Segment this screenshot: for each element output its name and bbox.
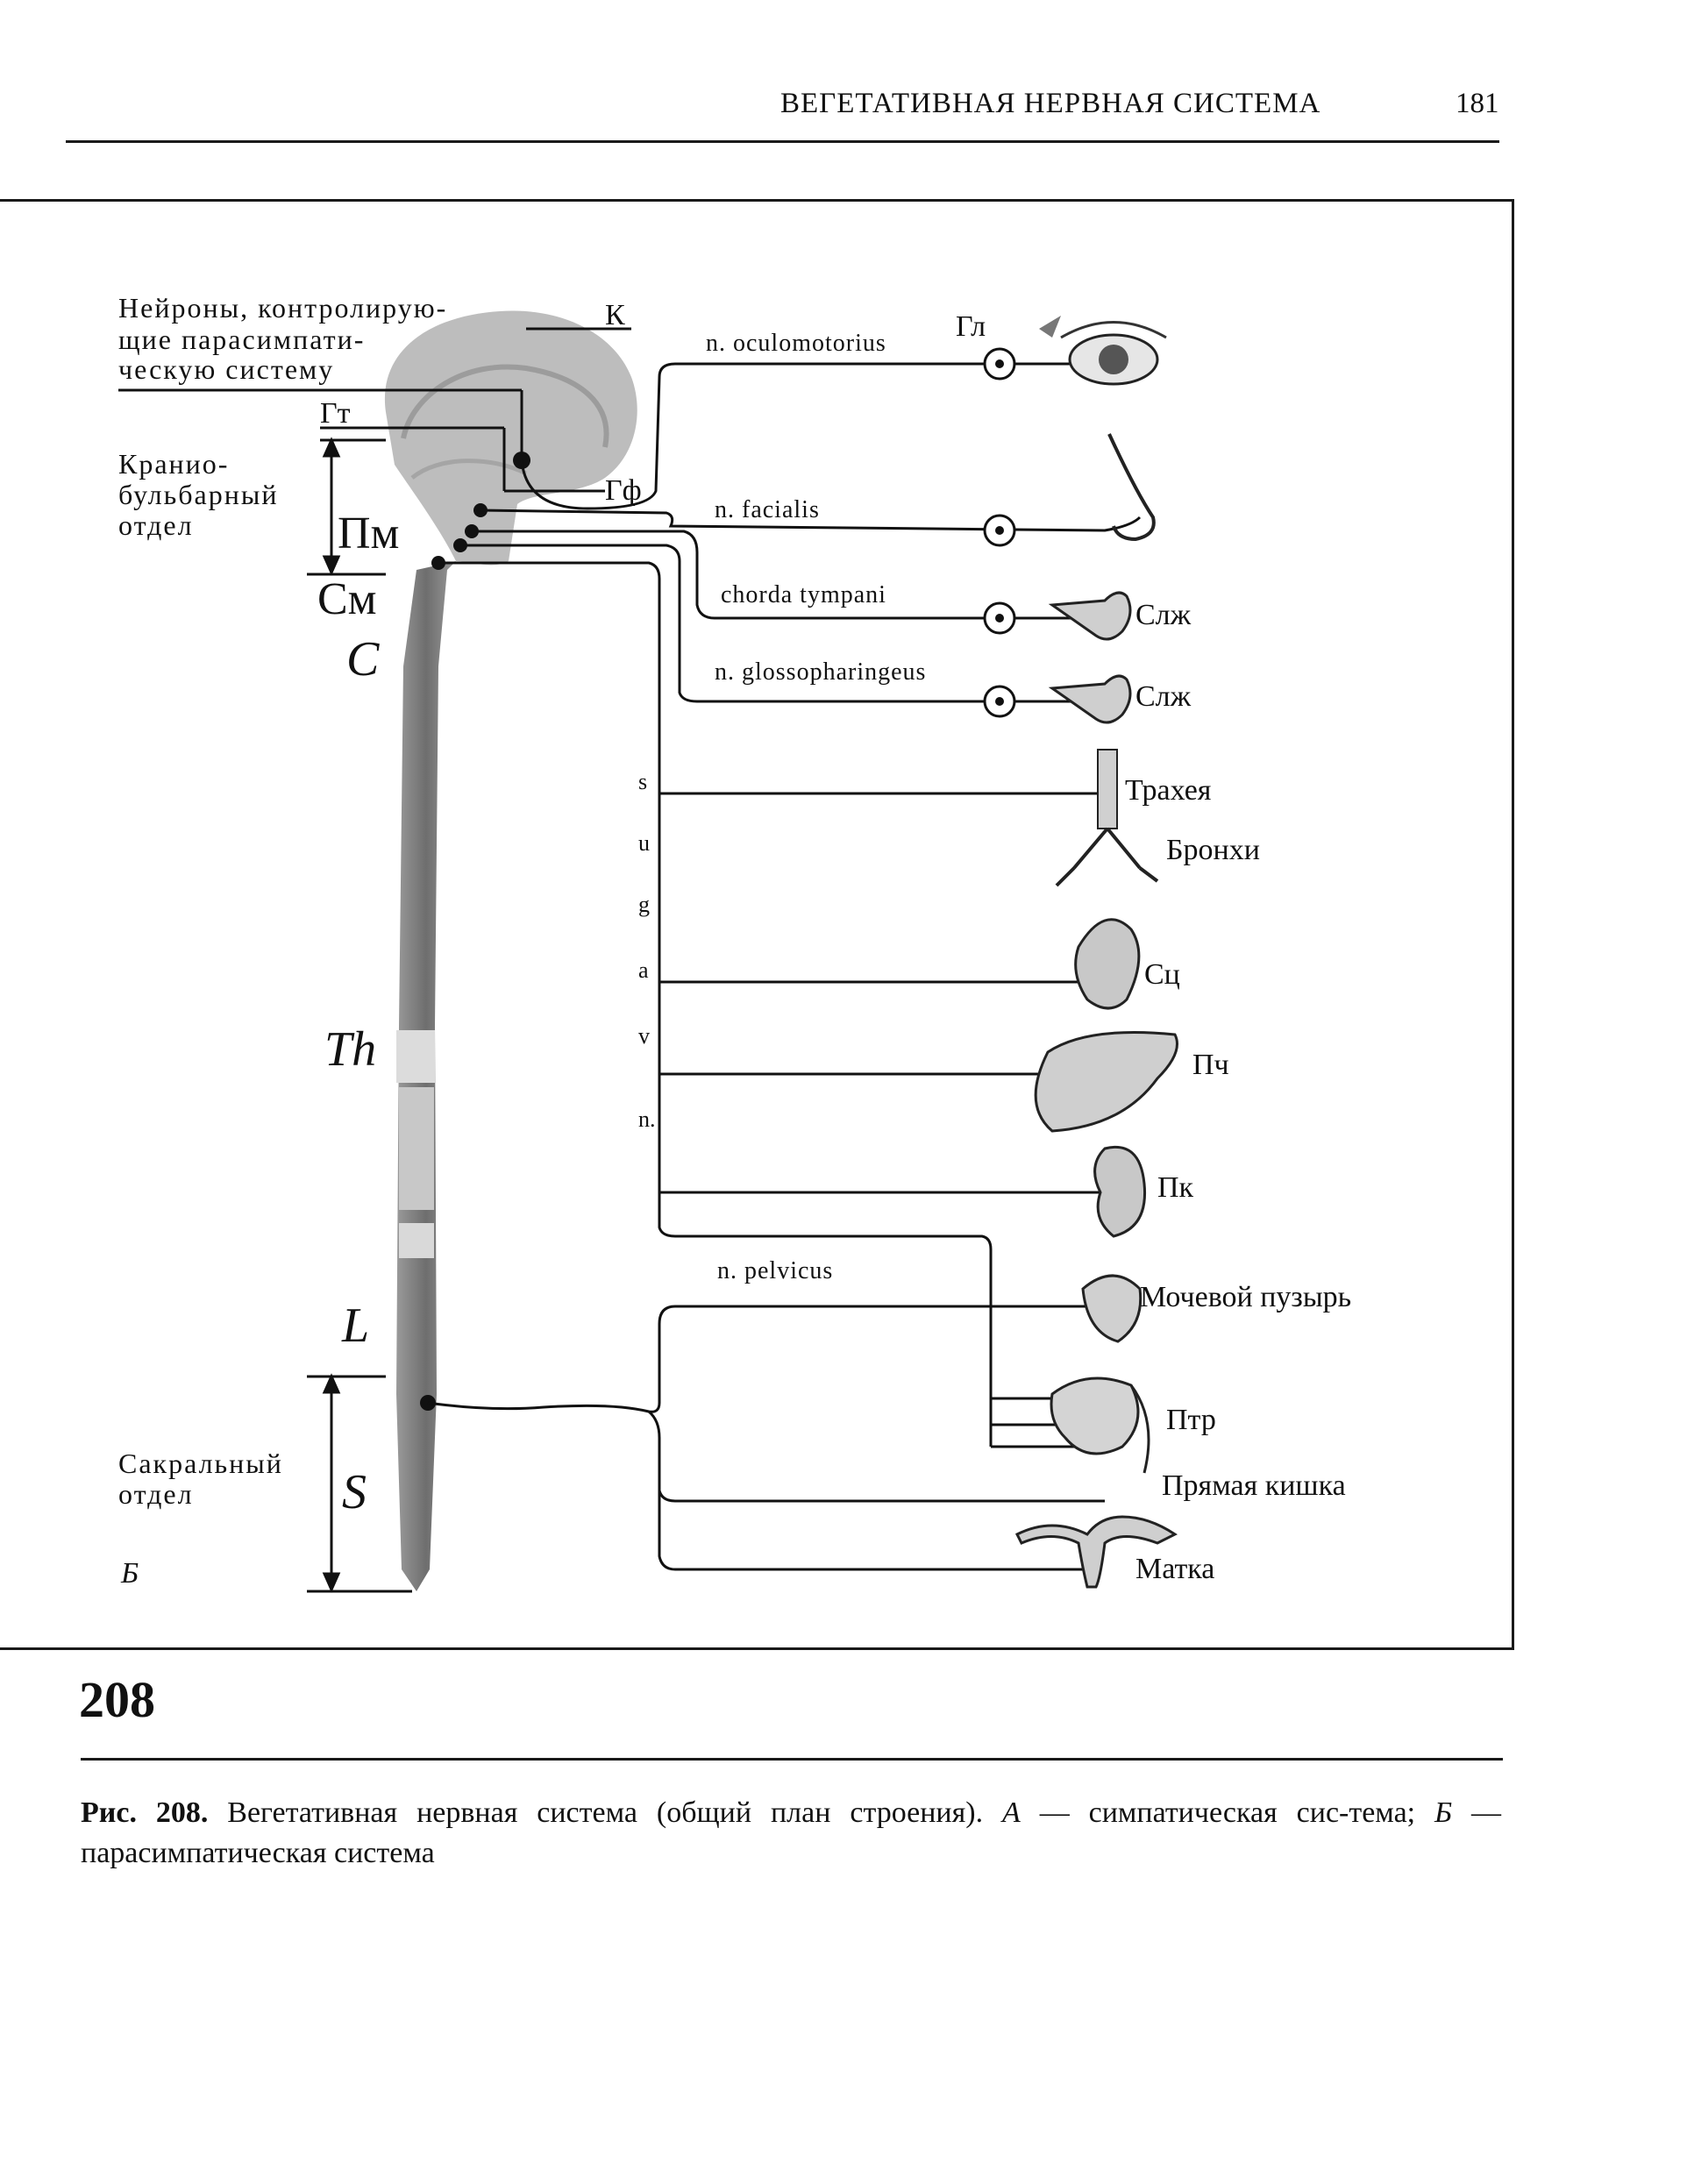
nerve-glossopharingeus: n. glossopharingeus [715,658,926,686]
organ-label-uterus: Матка [1135,1553,1214,1585]
neurons-label-2: щие парасимпати- [118,324,365,355]
liver-icon [1034,1031,1178,1133]
organ-label-intestine: Птр [1166,1404,1216,1436]
vagus-label-a: a [638,957,649,983]
bladder-icon [1081,1274,1142,1343]
nerve-facialis: n. facialis [715,496,820,523]
figure-frame [0,199,1514,1650]
caption-text-1: Вегетативная нервная система (общий план… [208,1796,1002,1829]
caption-text-3: — парасимпатическая система [81,1796,1502,1869]
running-title: ВЕГЕТАТИВНАЯ НЕРВНАЯ СИСТЕМА [780,88,1321,119]
label-k: К [605,299,625,331]
panel-label: Б [120,1557,139,1590]
figure-number: 208 [79,1671,155,1728]
heart-icon [1074,918,1141,1010]
cranio-label-1: Кранио- [118,448,229,480]
organ-label-bronchi: Бронхи [1166,834,1260,866]
caption-text-2: — симпатическая сис-тема; [1020,1796,1435,1829]
trachea-icon [1055,749,1159,887]
caption-label: Рис. 208. [81,1796,209,1829]
neurons-label-1: Нейроны, контролирую- [118,292,447,324]
organ-label-rectum: Прямая кишка [1162,1469,1346,1502]
organ-label-liver: Пч [1192,1049,1229,1081]
nerve-oculomotorius: n. oculomotorius [706,330,886,357]
salivary-gland-icon [1048,591,1132,641]
label-s: S [342,1465,367,1519]
uterus-icon [1014,1515,1178,1589]
label-sm: См [317,574,377,624]
organ-label-kidney: Пк [1157,1171,1194,1204]
figure-caption: Рис. 208. Вегетативная нервная система (… [81,1793,1501,1874]
organ-label-trachea: Трахея [1125,774,1212,807]
nerve-pelvicus: n. pelvicus [717,1257,833,1284]
label-gt: Гт [320,397,351,430]
vagus-label-v: v [638,1023,650,1049]
label-pm: Пм [338,509,399,558]
nose-icon [1107,433,1156,542]
label-l: L [341,1298,369,1353]
vagus-label-g: g [638,892,650,917]
vagus-label-s: s [638,769,647,794]
eye-icon [1039,316,1167,386]
page-number: 181 [1456,88,1499,119]
kidney-icon [1093,1145,1147,1238]
salivary-gland-icon [1048,674,1132,724]
vagus-label-u: u [638,830,650,856]
label-c: C [346,632,380,687]
organ-label-heart: Сц [1144,958,1180,991]
sacral-label-1: Сакральный [118,1448,283,1479]
sacral-label-2: отдел [118,1478,194,1510]
header-rule [66,140,1499,143]
brain-shape [384,310,637,566]
label-gf: Гф [605,474,642,507]
vagus-label-n: n. [638,1106,656,1132]
organ-label-slzh-1: Слж [1135,599,1192,631]
spinal-cord [396,561,456,1591]
organ-label-bladder: Мочевой пузырь [1140,1281,1351,1313]
cranio-label-3: отдел [118,509,194,541]
cranio-label-2: бульбарный [118,479,278,510]
organ-label-gl: Гл [956,310,986,343]
caption-b: Б [1434,1796,1453,1829]
label-th: Th [324,1022,376,1077]
intestine-icon [1050,1377,1150,1474]
caption-rule [81,1758,1503,1761]
caption-a: А [1002,1796,1021,1829]
neurons-label-3: ческую систему [118,353,334,385]
nerve-chorda-tympani: chorda tympani [721,581,886,608]
organ-label-slzh-2: Слж [1135,680,1192,713]
